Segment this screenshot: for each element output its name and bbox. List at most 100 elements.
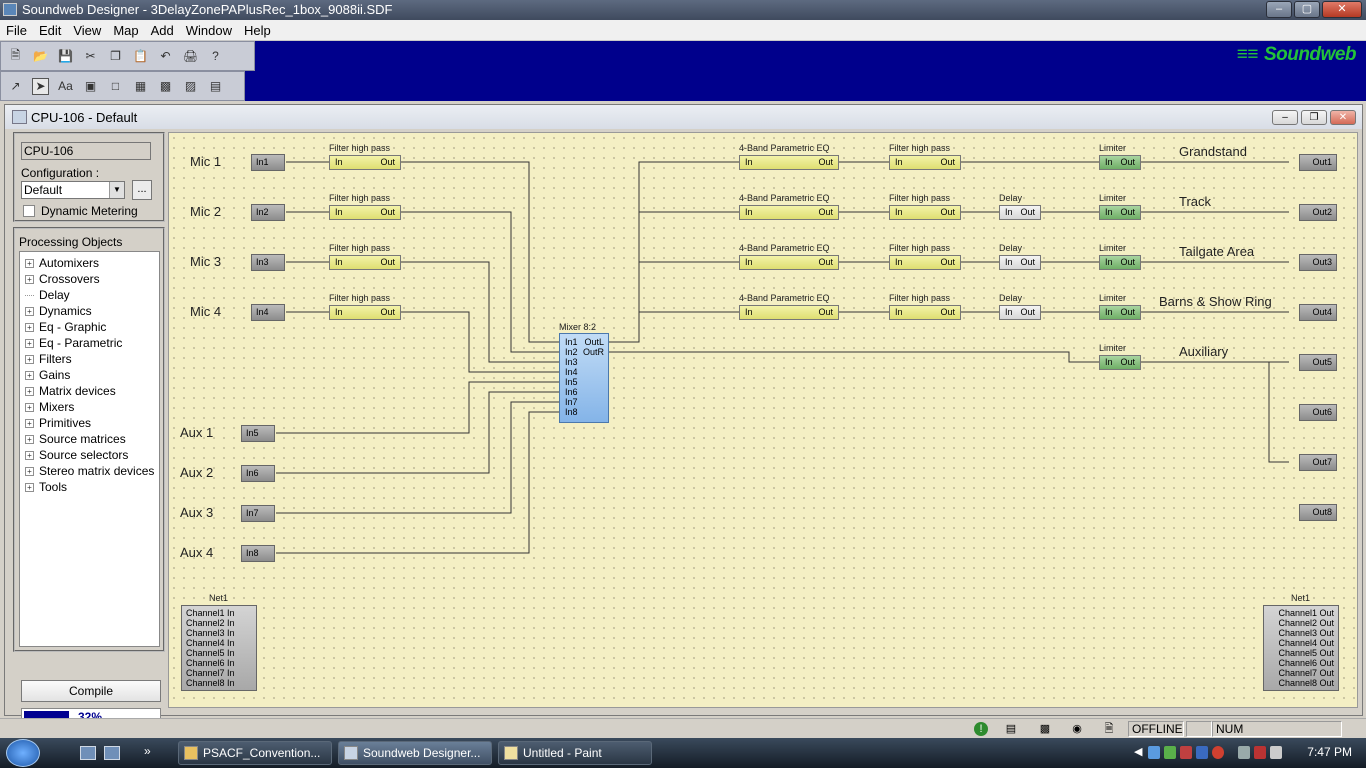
menu-help[interactable]: Help <box>244 22 271 38</box>
input-block[interactable]: In3 <box>251 254 285 271</box>
tree-item[interactable]: +Filters <box>20 351 159 367</box>
switch-windows-icon[interactable] <box>104 746 120 760</box>
menu-window[interactable]: Window <box>185 22 232 38</box>
expand-plus-icon[interactable]: + <box>25 434 34 444</box>
tree-item[interactable]: +Automixers <box>20 255 159 271</box>
expand-plus-icon[interactable]: + <box>25 274 34 284</box>
tree-item[interactable]: +Eq - Graphic <box>20 319 159 335</box>
ungroup-icon[interactable]: ▨ <box>184 79 197 93</box>
tree-item[interactable]: +Source matrices <box>20 431 159 447</box>
tree-item[interactable]: +Matrix devices <box>20 383 159 399</box>
input-block[interactable]: In7 <box>241 505 275 522</box>
input-block[interactable]: In6 <box>241 465 275 482</box>
expand-plus-icon[interactable]: + <box>25 338 34 348</box>
print-icon[interactable]: 🖨 <box>182 49 199 63</box>
arrange-icon[interactable]: ▤ <box>209 79 222 93</box>
group-icon[interactable]: ▩ <box>159 79 172 93</box>
tree-item[interactable]: +Dynamics <box>20 303 159 319</box>
new-file-icon[interactable]: 🗎 <box>10 47 21 62</box>
volume-icon[interactable] <box>1270 746 1282 759</box>
close-button[interactable]: ✕ <box>1322 1 1362 18</box>
output-block[interactable]: Out7 <box>1299 454 1337 471</box>
input-block[interactable]: In8 <box>241 545 275 562</box>
tray-power-icon[interactable] <box>1238 746 1250 759</box>
tree-item[interactable]: Delay <box>20 287 159 303</box>
cut-icon[interactable]: ✂ <box>85 49 96 63</box>
chevron-down-icon[interactable]: ▼ <box>109 182 124 198</box>
task-soundweb[interactable]: Soundweb Designer... <box>338 741 492 765</box>
expand-plus-icon[interactable]: + <box>25 258 34 268</box>
align-icon[interactable]: ▦ <box>134 79 147 93</box>
tray-update-icon[interactable] <box>1164 746 1176 759</box>
expand-plus-icon[interactable]: + <box>25 402 34 412</box>
expand-plus-icon[interactable]: + <box>25 386 34 396</box>
devices-icon[interactable]: ▩ <box>1039 723 1051 735</box>
output-block[interactable]: Out8 <box>1299 504 1337 521</box>
tray-security-icon[interactable] <box>1212 746 1224 759</box>
tray-media-icon[interactable] <box>1180 746 1192 759</box>
tree-item[interactable]: +Eq - Parametric <box>20 335 159 351</box>
expand-plus-icon[interactable]: + <box>25 370 34 380</box>
tray-network-icon[interactable] <box>1254 746 1266 759</box>
input-block[interactable]: In2 <box>251 204 285 221</box>
expand-plus-icon[interactable]: + <box>25 482 34 492</box>
wire-tool-icon[interactable]: ↗ <box>10 79 21 93</box>
camera-icon[interactable]: ◉ <box>1072 723 1082 735</box>
image-tool-icon[interactable]: ▣ <box>84 79 97 93</box>
child-minimize-button[interactable]: – <box>1272 110 1298 125</box>
input-block[interactable]: In4 <box>251 304 285 321</box>
output-block[interactable]: Out5 <box>1299 354 1337 371</box>
expand-plus-icon[interactable]: + <box>25 418 34 428</box>
configuration-select[interactable]: Default ▼ <box>21 181 125 199</box>
tray-expand-icon[interactable]: ◀ <box>1134 746 1143 758</box>
menu-edit[interactable]: Edit <box>38 22 62 38</box>
tray-bluetooth-icon[interactable] <box>1196 746 1208 759</box>
network-icon[interactable]: ▤ <box>1005 723 1017 735</box>
cpu-name-field[interactable]: CPU-106 <box>21 142 151 160</box>
undo-icon[interactable]: ↶ <box>160 49 171 63</box>
expand-plus-icon[interactable]: + <box>25 450 34 460</box>
tree-item[interactable]: +Crossovers <box>20 271 159 287</box>
tree-item[interactable]: +Tools <box>20 479 159 495</box>
online-status-icon[interactable]: ! <box>974 722 988 736</box>
expand-plus-icon[interactable]: + <box>25 306 34 316</box>
output-block[interactable]: Out4 <box>1299 304 1337 321</box>
paste-icon[interactable]: 📋 <box>133 49 148 63</box>
text-tool-icon[interactable]: Aa <box>58 79 73 93</box>
menu-view[interactable]: View <box>73 22 102 38</box>
show-desktop-icon[interactable] <box>80 746 96 760</box>
tree-item[interactable]: +Primitives <box>20 415 159 431</box>
start-button[interactable] <box>6 739 40 767</box>
input-block[interactable]: In1 <box>251 154 285 171</box>
child-restore-button[interactable]: ❐ <box>1301 110 1327 125</box>
child-close-button[interactable]: ✕ <box>1330 110 1356 125</box>
configuration-more-button[interactable]: ... <box>132 180 152 200</box>
task-psacf[interactable]: PSACF_Convention... <box>178 741 332 765</box>
open-folder-icon[interactable]: 📂 <box>33 49 48 63</box>
output-block[interactable]: Out3 <box>1299 254 1337 271</box>
output-block[interactable]: Out6 <box>1299 404 1337 421</box>
expand-plus-icon[interactable]: + <box>25 322 34 332</box>
tree-item[interactable]: +Source selectors <box>20 447 159 463</box>
pointer-tool-icon[interactable]: ➤ <box>32 77 49 95</box>
input-block[interactable]: In5 <box>241 425 275 442</box>
output-block[interactable]: Out1 <box>1299 154 1337 171</box>
